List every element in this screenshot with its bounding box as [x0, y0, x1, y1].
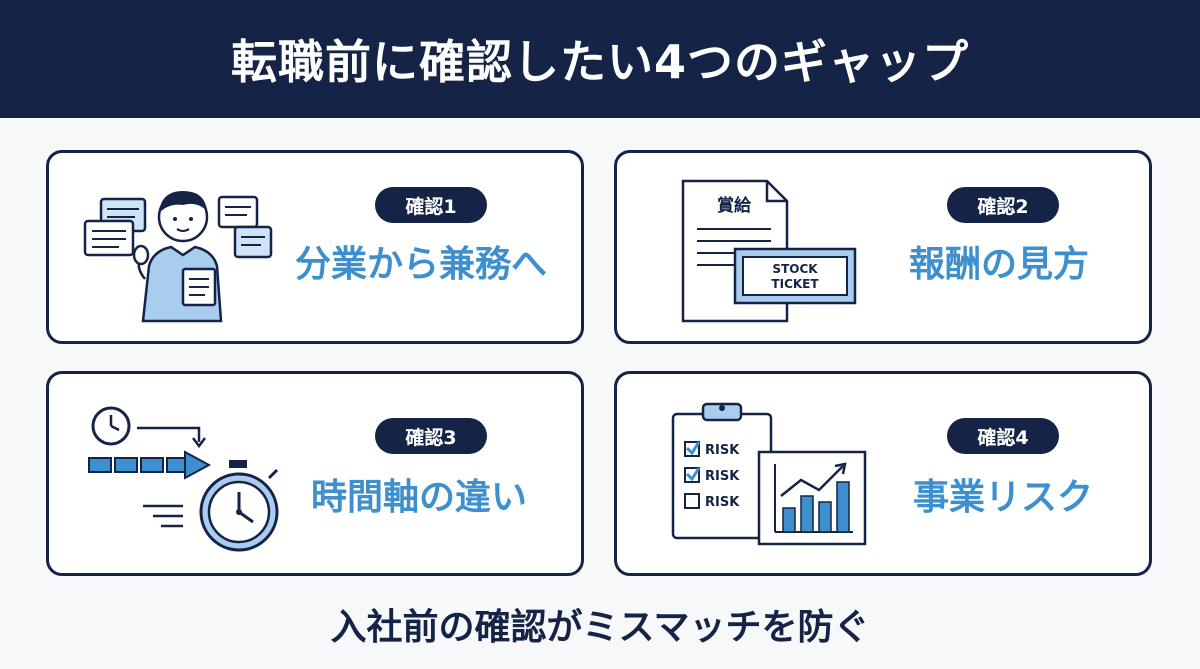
- risk-item: RISK: [705, 443, 740, 458]
- card-check-2: 賞給 STOCK TICKET 確認2 報酬の見方: [614, 150, 1152, 344]
- risk-checklist-chart-icon: RISK RISK RISK: [671, 402, 867, 546]
- check-badge: 確認1: [375, 187, 487, 223]
- card-label: 分業から兼務へ: [295, 244, 548, 285]
- payslip-stock-ticket-icon: 賞給 STOCK TICKET: [681, 179, 857, 323]
- card-check-4: RISK RISK RISK 確認4 事業リスク: [614, 371, 1152, 576]
- multitasking-person-icon: [83, 191, 273, 323]
- check-badge: 確認4: [947, 418, 1059, 454]
- risk-item: RISK: [705, 495, 740, 510]
- ticket-text-ticket: TICKET: [771, 277, 819, 291]
- card-label: 事業リスク: [913, 477, 1094, 518]
- page-title: 転職前に確認したい4つのギャップ: [230, 35, 969, 89]
- card-check-1: 確認1 分業から兼務へ: [46, 150, 584, 344]
- footer-message: 入社前の確認がミスマッチを防ぐ: [330, 607, 870, 648]
- card-label: 時間軸の違い: [311, 477, 528, 518]
- check-badge: 確認3: [375, 418, 487, 454]
- check-badge: 確認2: [947, 187, 1059, 223]
- clock-stopwatch-icon: [88, 406, 279, 552]
- header-bar: 転職前に確認したい4つのギャップ: [0, 0, 1200, 118]
- ticket-text-stock: STOCK: [772, 262, 818, 276]
- risk-item: RISK: [705, 469, 740, 484]
- card-check-3: 確認3 時間軸の違い: [46, 371, 584, 576]
- payslip-title: 賞給: [717, 195, 752, 216]
- card-label: 報酬の見方: [909, 244, 1090, 285]
